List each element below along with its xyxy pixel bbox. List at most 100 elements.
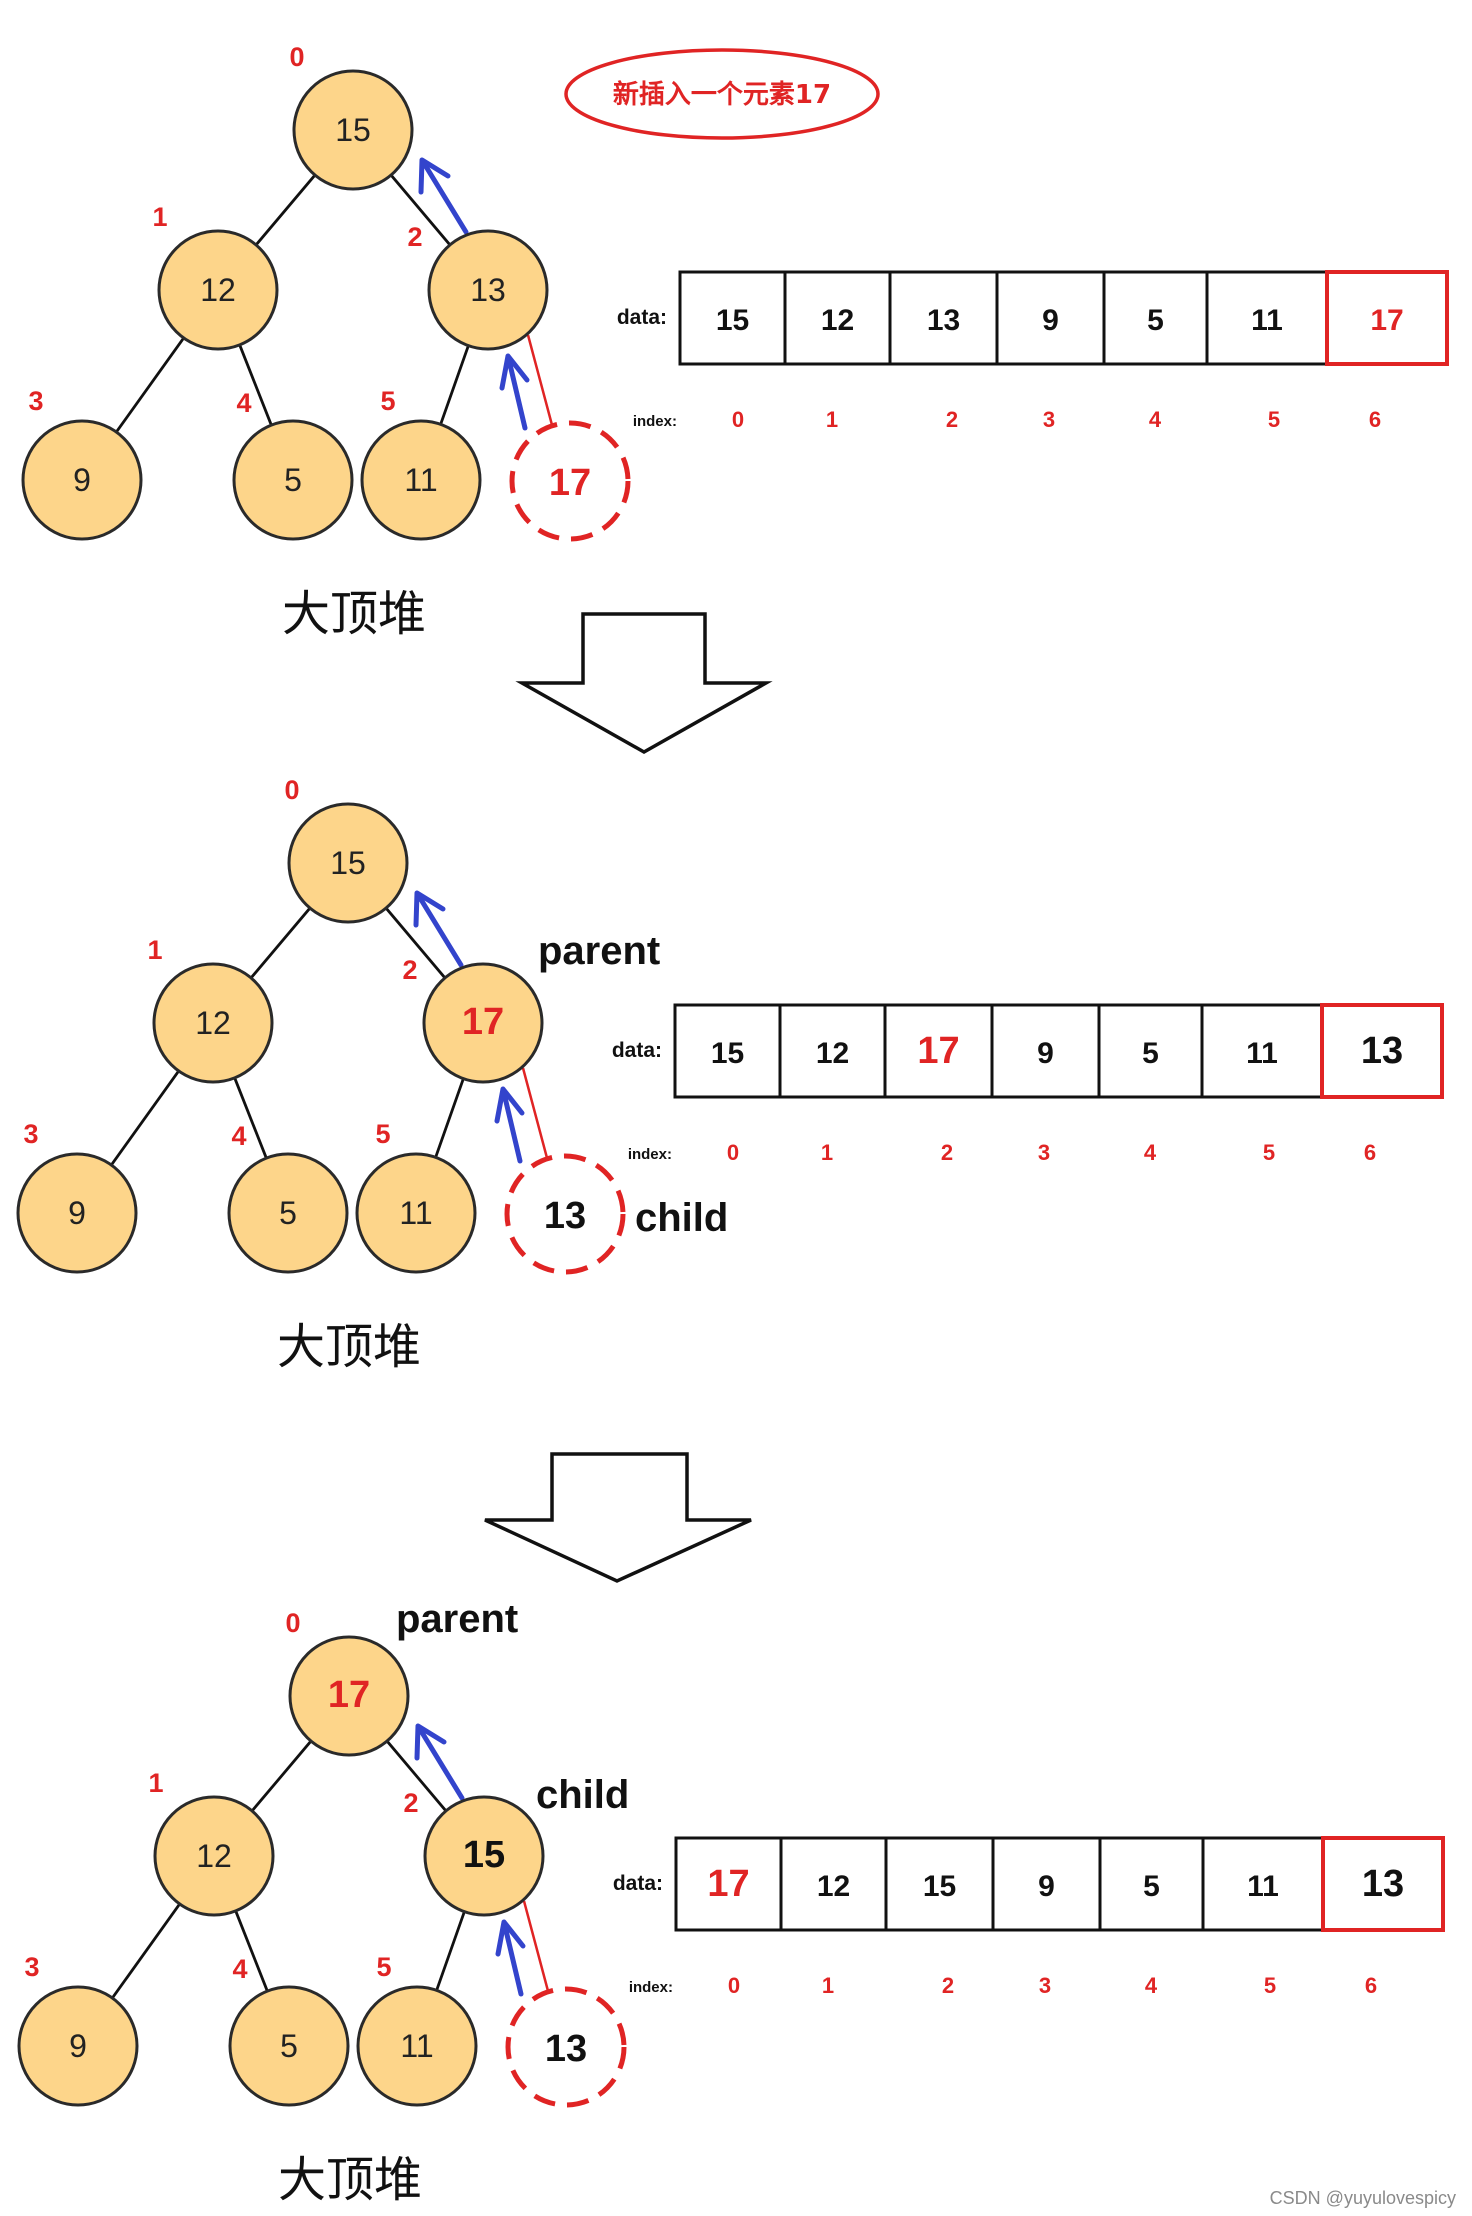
node-index-label: 0 [284, 775, 299, 805]
array-index-value: 3 [1043, 407, 1055, 432]
array-cell [779, 1836, 888, 1932]
parent-label: parent [396, 1597, 518, 1641]
node-value: 9 [68, 1195, 86, 1231]
new-node-link [522, 1900, 550, 1992]
node-index-label: 3 [23, 1119, 38, 1149]
node-circle [422, 962, 544, 1084]
array-cell [783, 270, 892, 366]
node-index-label: 2 [403, 1788, 418, 1818]
array-index-value: 4 [1145, 1973, 1158, 1998]
node-index-label: 4 [236, 388, 251, 418]
array-cell-value: 9 [1037, 1037, 1054, 1070]
node-value: 17 [328, 1674, 370, 1716]
node-value: 9 [73, 462, 91, 498]
heap-node-5: 115 [360, 386, 482, 541]
array-cell-value: 5 [1147, 304, 1164, 337]
node-circle [227, 1152, 349, 1274]
sift-up-arrow [418, 157, 469, 235]
node-circle [232, 419, 354, 541]
array-cell [888, 270, 999, 366]
array-index-value: 1 [821, 1140, 833, 1165]
node-index-label: 3 [28, 386, 43, 416]
heap-node-2: 172 [402, 955, 544, 1084]
array-index-value: 2 [941, 1140, 953, 1165]
node-circle [355, 1152, 477, 1274]
node-circle [17, 1985, 139, 2107]
array-cell-value: 12 [817, 1870, 850, 1903]
new-node: 13 [505, 1986, 627, 2108]
array-cell [1321, 1836, 1445, 1932]
heap-node-4: 54 [228, 1954, 350, 2107]
array-cell-value: 15 [716, 304, 749, 337]
sift-up-arrow [413, 890, 464, 968]
node-value: 12 [195, 1005, 231, 1041]
new-node-dashed-circle [509, 420, 631, 542]
node-index-label: 0 [285, 1608, 300, 1638]
heap-node-3: 93 [17, 1952, 139, 2107]
new-node: 13 [504, 1153, 626, 1275]
node-circle [423, 1795, 545, 1917]
array-cell [1098, 1836, 1205, 1932]
heap-node-4: 54 [232, 388, 354, 541]
array-index-value: 2 [942, 1973, 954, 1998]
node-circle [153, 1795, 275, 1917]
array-index-value: 1 [826, 407, 838, 432]
array-cell [1097, 1003, 1204, 1099]
array-cell-value: 15 [711, 1037, 744, 1070]
array-index-value: 0 [728, 1973, 740, 1998]
node-circle [288, 1635, 410, 1757]
tree-edge [254, 173, 317, 247]
array-cell [1102, 270, 1209, 366]
array-cell [991, 1836, 1102, 1932]
array-index-value: 4 [1149, 407, 1162, 432]
child-label: child [635, 1196, 728, 1240]
heap-panel-3: 170121152935411513parentchild大顶堆data:170… [17, 1597, 1445, 2208]
node-index-label: 2 [407, 222, 422, 252]
array-cell-value: 17 [707, 1863, 749, 1905]
array-index-value: 3 [1038, 1140, 1050, 1165]
array-cell [678, 270, 787, 366]
node-index-label: 4 [231, 1121, 246, 1151]
node-circle [157, 229, 279, 351]
node-index-label: 0 [289, 42, 304, 72]
node-value: 12 [200, 272, 236, 308]
array-index-value: 6 [1364, 1140, 1376, 1165]
array-data-label: data: [612, 1039, 662, 1062]
heap-node-3: 93 [21, 386, 143, 541]
array-index-value: 4 [1144, 1140, 1157, 1165]
array-cell-value: 12 [816, 1037, 849, 1070]
array-cell-value: 9 [1038, 1870, 1055, 1903]
insert-banner: 新插入一个元素17 [564, 48, 880, 140]
down-arrow-1 [515, 612, 773, 755]
heap-node-1: 12 1 [152, 202, 279, 351]
sift-up-arrow [414, 1723, 465, 1801]
array-cell-value: 13 [927, 304, 960, 337]
node-value: 15 [463, 1834, 505, 1876]
array-index-label: index: [629, 1979, 673, 1996]
array-cell-value: 11 [1246, 1037, 1278, 1070]
node-value: 11 [404, 462, 437, 498]
parent-label: parent [538, 929, 660, 973]
node-index-label: 1 [152, 202, 167, 232]
array-cell-value: 11 [1247, 1870, 1279, 1903]
array-index-value: 6 [1365, 1973, 1377, 1998]
node-circle [292, 69, 414, 191]
heap-panel-2: 150121172935411513parentchild大顶堆data:150… [16, 775, 1444, 1375]
array-index-value: 5 [1263, 1140, 1275, 1165]
array-cell-value: 12 [821, 304, 854, 337]
tree-edge [109, 1069, 181, 1167]
array-index-value: 0 [727, 1140, 739, 1165]
new-node-dashed-circle [504, 1153, 626, 1275]
child-label: child [536, 1773, 629, 1817]
array-index-value: 2 [946, 407, 958, 432]
heap-node-1: 121 [148, 1768, 275, 1917]
array-cell-value: 17 [1370, 304, 1403, 337]
node-value: 13 [470, 272, 506, 308]
heap-node-0: 150 [284, 775, 409, 924]
sift-up-arrow [494, 1086, 525, 1164]
array-cell [674, 1836, 783, 1932]
node-value: 12 [196, 1838, 232, 1874]
node-index-label: 5 [376, 1952, 391, 1982]
